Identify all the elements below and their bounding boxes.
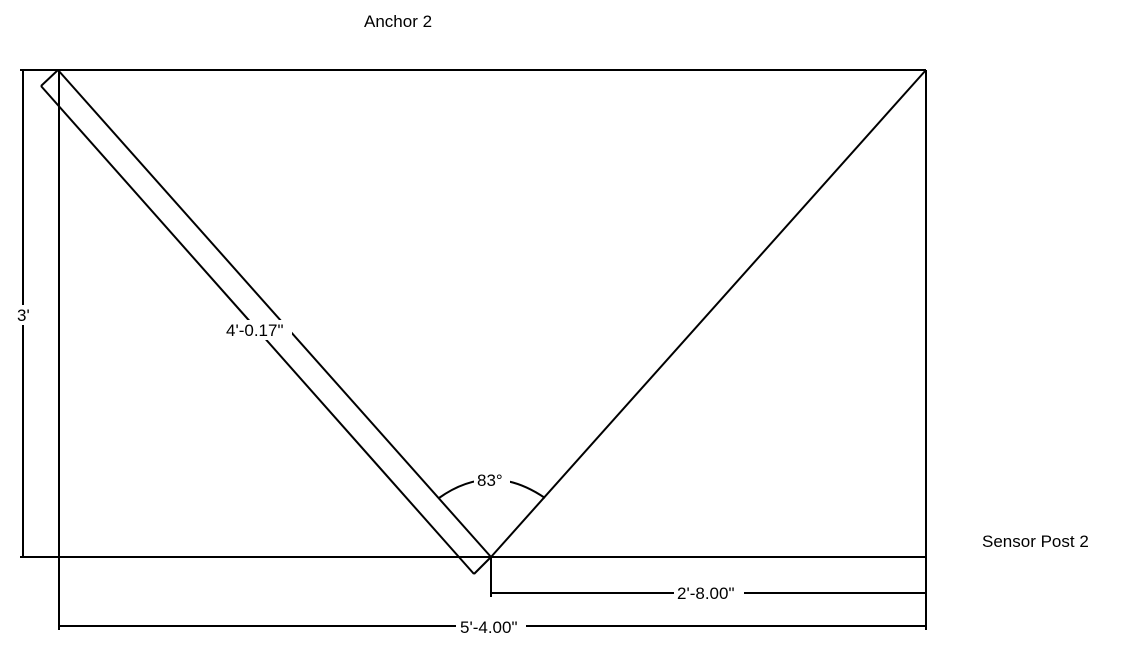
angle-label: 83° bbox=[477, 471, 503, 490]
right-diagonal bbox=[490, 69, 927, 558]
width-dimension-label: 5'-4.00" bbox=[460, 618, 517, 637]
anchor-label: Anchor 2 bbox=[364, 12, 432, 31]
height-dimension-label: 3' bbox=[17, 306, 30, 325]
offset-dimension-label: 2'-8.00" bbox=[677, 584, 734, 603]
diagonal-dimension-label: 4'-0.17" bbox=[226, 321, 283, 340]
beam-outer-edge bbox=[57, 69, 492, 558]
sensor-post-label: Sensor Post 2 bbox=[982, 532, 1089, 551]
beam-bottom-cap bbox=[473, 556, 492, 575]
beam-top-cap bbox=[40, 69, 59, 87]
